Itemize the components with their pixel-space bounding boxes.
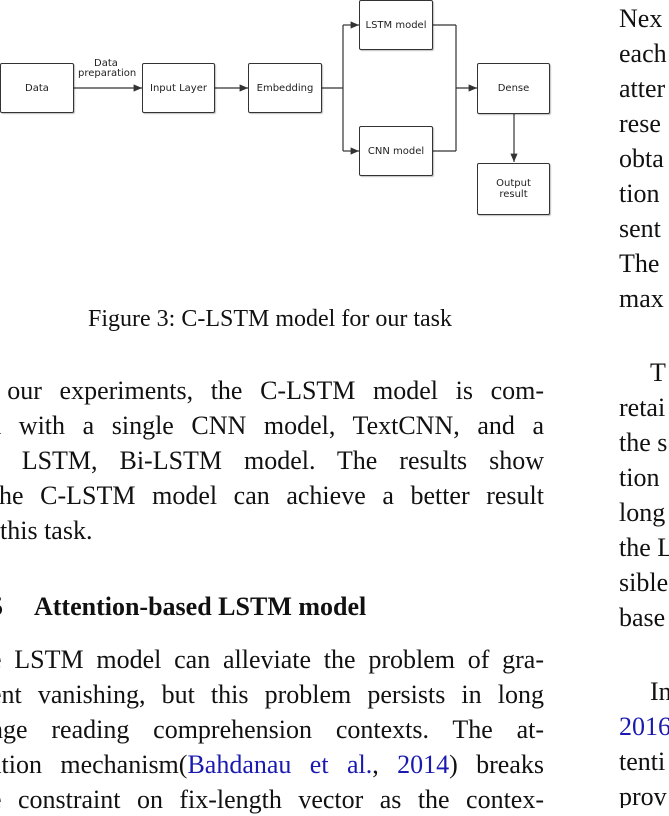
node-cnn: CNN model (359, 126, 433, 176)
right-line-14: long (619, 498, 666, 527)
right-line-12: the s (619, 428, 668, 457)
edge-label-line2: preparation (78, 68, 137, 79)
citation-separator: , (372, 750, 398, 779)
node-output-label-line1: Output (496, 178, 531, 189)
para2-line-1: e LSTM model can alleviate the problem o… (0, 645, 544, 674)
edge-label-line1: Data (94, 58, 118, 69)
para2-line-4: ation mechanism(Bahdanau et al., 2014) b… (0, 749, 544, 781)
para2-line-2: ent vanishing, but this problem persists… (0, 680, 544, 709)
section-number: 5 (0, 591, 3, 623)
para1-line-1: In our experiments, the C-LSTM model is … (0, 376, 544, 405)
right-line-11: retai (619, 393, 666, 422)
para1-line-2: red with a single CNN model, TextCNN, an… (0, 411, 544, 440)
node-lstm: LSTM model (359, 0, 433, 50)
right-line-16: sible (619, 568, 669, 597)
right-line-17: base (619, 603, 666, 632)
citation-bahdanau-author[interactable]: Bahdanau et al. (187, 750, 373, 779)
figure-caption: Figure 3: C-LSTM model for our task (88, 306, 452, 332)
node-data-label: Data (25, 82, 49, 94)
right-line-20: tenti (619, 747, 666, 776)
right-line-19[interactable]: 2016 (619, 712, 669, 741)
node-embedding: Embedding (248, 63, 322, 113)
node-output: Output result (477, 163, 550, 215)
right-line-4: rese (619, 109, 661, 138)
right-line-18: In (650, 677, 669, 706)
para2-line-4-end: ) breaks (449, 750, 545, 779)
para2-line-4-text: ation mechanism( (0, 750, 188, 779)
right-line-6: tion (619, 179, 660, 208)
node-dense-label: Dense (497, 83, 530, 94)
right-line-15: the L (619, 533, 669, 562)
node-input-layer-label: Input Layer (150, 82, 207, 94)
right-line-1: Nex (619, 4, 663, 33)
diagram-connectors (74, 21, 518, 162)
citation-bahdanau-year[interactable]: 2014 (397, 750, 450, 779)
para2-line-3: nge reading comprehension contexts. The … (0, 715, 544, 744)
para1-line-3: gle LSTM, Bi-LSTM model. The results sho… (0, 446, 544, 475)
right-line-13: tion (619, 463, 660, 492)
edge-label: Data preparation (78, 58, 137, 79)
node-cnn-label: CNN model (367, 145, 425, 157)
right-line-7: sent (619, 214, 661, 243)
node-output-label-line2: result (499, 189, 528, 200)
para1-line-4: t the C-LSTM model can achieve a better … (0, 481, 544, 510)
node-lstm-label: LSTM model (365, 19, 427, 31)
right-line-2: each (619, 39, 667, 68)
right-line-8: The (619, 249, 660, 278)
right-line-21: prov (619, 782, 667, 808)
node-data: Data (0, 63, 74, 113)
node-input-layer: Input Layer (142, 63, 215, 113)
section-title: Attention-based LSTM model (34, 592, 367, 621)
para1-line-5: this task. (0, 516, 93, 545)
right-line-5: obta (619, 144, 664, 173)
right-line-10: T (650, 358, 666, 387)
node-embedding-label: Embedding (256, 82, 314, 94)
node-dense: Dense (477, 63, 550, 114)
right-line-3: atter (619, 74, 666, 103)
right-line-9: max (619, 284, 664, 313)
